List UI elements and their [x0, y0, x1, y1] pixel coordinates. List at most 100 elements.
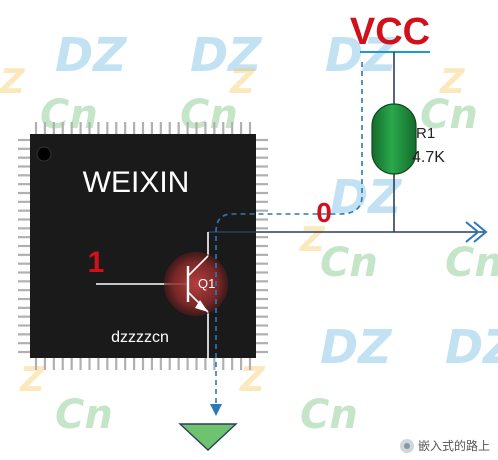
- chip-pins: [18, 122, 268, 370]
- chip-pin: [18, 315, 30, 318]
- chip-pin: [18, 280, 30, 283]
- pin1-marker-dot: [36, 146, 52, 162]
- chip-pin: [34, 122, 38, 134]
- chip-pin: [79, 358, 82, 370]
- chip-pin: [18, 244, 30, 248]
- wechat-icon: [399, 438, 414, 453]
- chip-pin: [159, 122, 162, 134]
- chip-sublabel: dzzzzcn: [111, 329, 169, 346]
- chip-pin: [106, 122, 109, 134]
- chip-pin: [186, 358, 189, 370]
- chip-pin: [79, 122, 82, 134]
- chip-pin: [256, 333, 268, 336]
- chip-pin: [97, 122, 100, 134]
- chip-pin: [18, 253, 30, 256]
- chip-pin: [213, 122, 216, 134]
- chip-pin: [177, 122, 180, 134]
- chip-pin: [231, 358, 234, 370]
- chip-pin: [88, 122, 91, 134]
- chip-pin: [124, 358, 127, 370]
- resistor-name: R1: [416, 125, 435, 142]
- chip-pin: [256, 297, 268, 301]
- chip-pin: [18, 236, 30, 239]
- chip-pin: [18, 138, 30, 142]
- chip-pin: [256, 165, 268, 168]
- chip-pin: [256, 183, 268, 186]
- chip-pin: [52, 122, 55, 134]
- chip-pin: [256, 306, 268, 309]
- chip-pin: [97, 358, 100, 370]
- chip-pin: [231, 122, 234, 134]
- chip-pin: [239, 122, 243, 134]
- chip-pin: [18, 333, 30, 336]
- chip-pin: [256, 227, 268, 230]
- chip-pin: [18, 324, 30, 327]
- chip-pin: [18, 218, 30, 221]
- chip-pin: [213, 358, 216, 370]
- chip-pin: [256, 244, 268, 248]
- chip-pin: [115, 358, 118, 370]
- chip-pin: [18, 227, 30, 230]
- chip-pin: [18, 165, 30, 168]
- chip-pin: [141, 358, 145, 370]
- chip-pin: [70, 122, 73, 134]
- chip-pin: [256, 200, 268, 203]
- chip-pin: [106, 358, 109, 370]
- footer-credit: 嵌入式的路上: [399, 437, 490, 454]
- chip-pin: [52, 358, 55, 370]
- chip-pin: [256, 289, 268, 292]
- chip-pin: [256, 324, 268, 327]
- chip-pin: [248, 122, 252, 134]
- chip-pin: [256, 156, 268, 159]
- chip-pin: [18, 200, 30, 203]
- chip-pin: [132, 358, 136, 370]
- chip-pin: [115, 122, 118, 134]
- transistor-q1: [164, 252, 228, 316]
- chip-pin: [256, 342, 268, 345]
- vcc-label: VCC: [350, 11, 430, 53]
- chip-pin: [18, 174, 30, 177]
- chip-pin: [256, 138, 268, 142]
- chip-pin: [132, 122, 136, 134]
- chip-pin: [222, 122, 225, 134]
- ground-icon: [178, 423, 238, 451]
- chip-pin: [195, 358, 198, 370]
- chip-pin: [195, 122, 198, 134]
- chip-pin: [18, 350, 30, 354]
- footer-text: 嵌入式的路上: [417, 439, 490, 453]
- chip-pin: [256, 271, 268, 274]
- chip-pin: [186, 122, 189, 134]
- resistor-value: 4.7K: [412, 149, 445, 166]
- chip-pin: [256, 209, 268, 212]
- chip-body: [30, 134, 256, 358]
- output-state-label: 0: [316, 197, 332, 228]
- chip-pin: [18, 289, 30, 292]
- chip-pin: [141, 122, 145, 134]
- chip-pin: [177, 358, 180, 370]
- chip-pin: [150, 122, 154, 134]
- chip-pin: [61, 358, 64, 370]
- chip-label: WEIXIN: [83, 166, 190, 199]
- chip-pin: [18, 297, 30, 301]
- chip-pin: [124, 122, 127, 134]
- chip-pin: [256, 218, 268, 221]
- chip-pin: [256, 253, 268, 256]
- chip-pin: [61, 122, 64, 134]
- current-flow-arrow-icon: [210, 404, 222, 416]
- chip-pin: [248, 358, 252, 370]
- chip-pin: [18, 209, 30, 212]
- chip-pin: [18, 147, 30, 150]
- chip-pin: [88, 358, 91, 370]
- chip-pin: [256, 174, 268, 177]
- output-arrow-icon: [465, 221, 488, 243]
- current-flow-path: [215, 62, 363, 414]
- chip-pin: [256, 350, 268, 354]
- chip-pin: [256, 191, 268, 195]
- chip-pin: [256, 236, 268, 239]
- chip-pin: [18, 183, 30, 186]
- chip-pin: [34, 358, 38, 370]
- chip-pin: [168, 358, 171, 370]
- transistor-collector-leg: [187, 255, 209, 277]
